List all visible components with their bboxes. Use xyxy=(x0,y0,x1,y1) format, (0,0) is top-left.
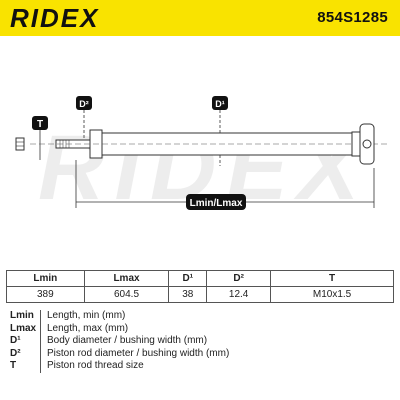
label-D1: D¹ xyxy=(215,99,225,109)
header-bar: RIDEX 854S1285 xyxy=(0,0,400,36)
legend-divider xyxy=(40,310,41,323)
label-T: T xyxy=(37,119,43,130)
thread-nut xyxy=(15,137,25,151)
specs-value-d2: 12.4 xyxy=(206,286,272,303)
part-number: 854S1285 xyxy=(317,9,388,26)
specs-header-lmax: Lmax xyxy=(83,270,170,287)
legend-divider xyxy=(40,335,41,348)
legend-key: D² xyxy=(10,347,21,359)
label-length: Lmin/Lmax xyxy=(190,198,243,209)
legend-item: D² Piston rod diameter / bushing width (… xyxy=(10,347,230,361)
specs-value-row: 389 604.5 38 12.4 M10x1.5 xyxy=(6,286,394,303)
specs-header-t: T xyxy=(270,270,394,287)
rod-diameter-badge: D² xyxy=(76,96,92,110)
legend-text: Piston rod thread size xyxy=(47,360,144,372)
shock-absorber-diagram: T D² D¹ Lmin/Lmax xyxy=(15,96,390,210)
specs-value-t: M10x1.5 xyxy=(270,286,394,303)
body-diameter-badge: D¹ xyxy=(212,96,228,110)
legend-item: D¹ Body diameter / bushing width (mm) xyxy=(10,335,229,348)
legend-key: Lmax xyxy=(10,322,37,334)
lower-eye-mount xyxy=(351,123,375,165)
specs-header-row: Lmin Lmax D¹ D² T xyxy=(6,270,394,287)
legend-divider xyxy=(40,347,41,361)
specs-header-d1: D¹ xyxy=(168,270,208,287)
legend: Lmin Length, min (mm) Lmax Length, max (… xyxy=(10,310,229,373)
legend-item: Lmin Length, min (mm) xyxy=(10,310,229,323)
specs-table: Lmin Lmax D¹ D² T 389 604.5 38 12.4 M10x… xyxy=(6,270,394,303)
length-badge: Lmin/Lmax xyxy=(186,194,246,210)
legend-text: Body diameter / bushing width (mm) xyxy=(47,335,208,347)
legend-key: T xyxy=(10,360,17,372)
specs-header-d2: D² xyxy=(206,270,272,287)
specs-value-d1: 38 xyxy=(168,286,208,303)
legend-item: Lmax Length, max (mm) xyxy=(10,322,229,336)
legend-item: T Piston rod thread size xyxy=(10,360,229,373)
legend-text: Length, min (mm) xyxy=(47,310,126,321)
legend-key: D¹ xyxy=(10,335,21,347)
specs-header-lmin: Lmin xyxy=(6,270,85,287)
specs-value-lmax: 604.5 xyxy=(83,286,170,303)
legend-divider xyxy=(40,360,41,373)
legend-text: Length, max (mm) xyxy=(47,322,129,334)
label-D2: D² xyxy=(79,99,89,109)
specs-value-lmin: 389 xyxy=(6,286,85,303)
brand-logo: RIDEX xyxy=(10,3,100,33)
legend-key: Lmin xyxy=(10,310,34,321)
legend-divider xyxy=(40,322,41,336)
thread-badge: T xyxy=(32,116,48,130)
legend-text: Piston rod diameter / bushing width (mm) xyxy=(47,347,230,359)
